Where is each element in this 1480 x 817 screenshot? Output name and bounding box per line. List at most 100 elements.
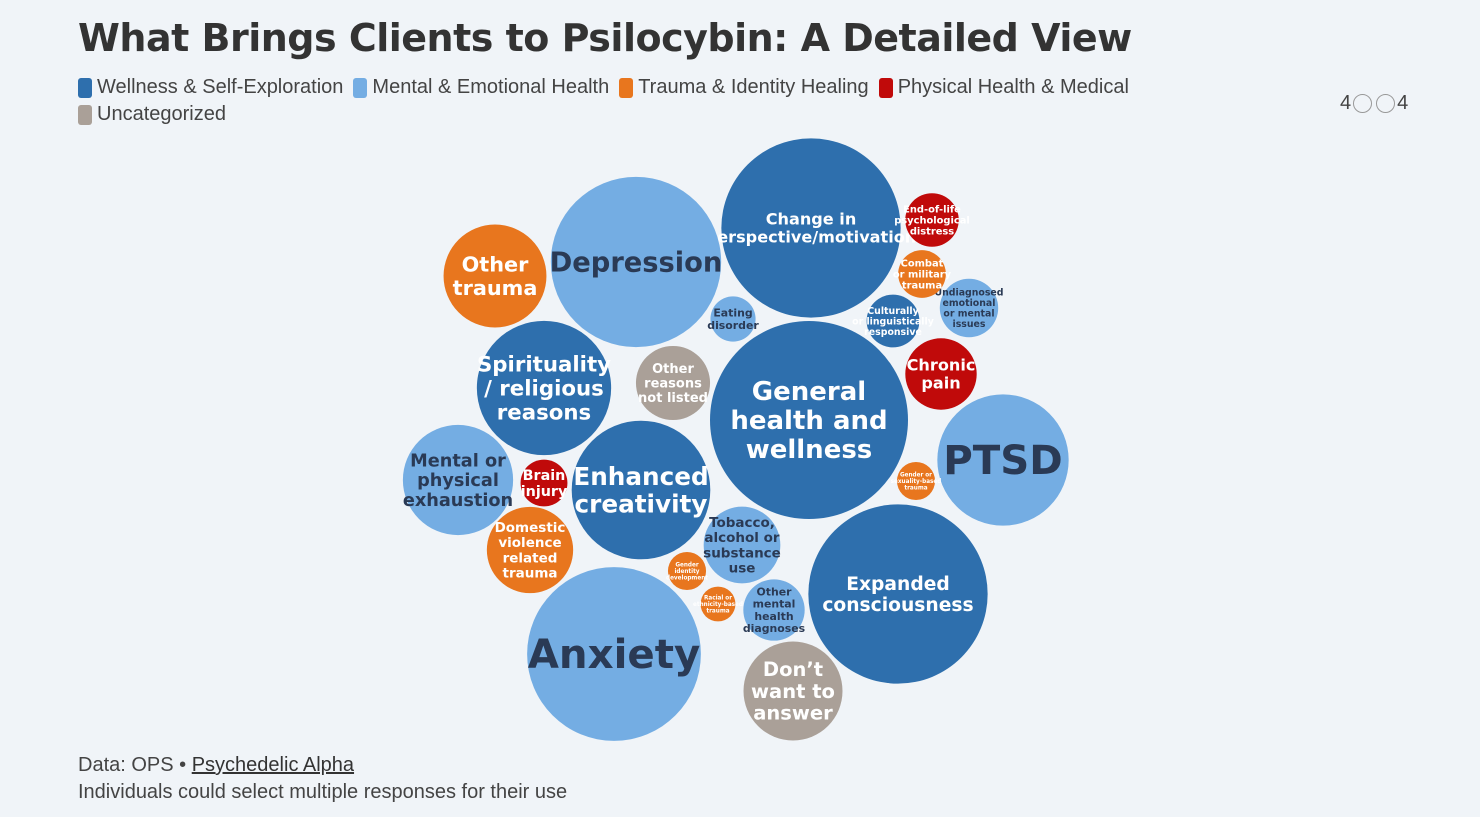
bubble-circle[interactable] (635, 345, 711, 421)
bubble-circle[interactable] (571, 420, 711, 560)
bubble-label-line: Racial or (704, 596, 732, 602)
bubble-label-line: creativity (575, 490, 708, 519)
bubble-label-line: Mental or (410, 451, 506, 471)
bubble-label-line: Gender or (900, 473, 932, 479)
bubble-circle[interactable] (402, 424, 514, 536)
bubble-label: Depression (550, 248, 723, 279)
bubble-circle[interactable] (743, 579, 805, 641)
bubble-label-line: Expanded (846, 574, 950, 595)
bubble-label-line: development (666, 575, 708, 581)
legend-label: Physical Health & Medical (897, 76, 1129, 98)
footnote: Individuals could select multiple respon… (78, 781, 568, 803)
size-circle-icon (1353, 94, 1373, 113)
bubble-label-line: Brain (523, 468, 566, 484)
bubble-label-line: physical (417, 471, 499, 491)
bubble-circle[interactable] (703, 506, 781, 584)
bubble-circle[interactable] (710, 321, 908, 519)
bubble-label-line: emotional (943, 298, 996, 309)
color-legend: Wellness & Self-Exploration Mental & Emo… (78, 76, 1238, 126)
bubble-ptsd[interactable]: PTSD (937, 394, 1069, 526)
bubble-circle[interactable] (550, 176, 722, 348)
bubble-label-line: injury (521, 484, 568, 500)
bubble-circle[interactable] (721, 138, 901, 318)
legend-item-mental[interactable]: Mental & Emotional Health (353, 76, 609, 99)
bubble-circle[interactable] (486, 506, 574, 594)
bubble-depression[interactable]: Depression (550, 176, 723, 348)
bubble-circle[interactable] (443, 224, 547, 328)
bubble-label-line: Other (757, 586, 793, 599)
source-line: Data: OPS • Psychedelic Alpha (78, 752, 567, 779)
bubble-circle[interactable] (667, 551, 707, 591)
legend-item-trauma[interactable]: Trauma & Identity Healing (619, 76, 869, 99)
bubble-anxiety[interactable]: Anxiety (527, 567, 701, 741)
legend-item-physical[interactable]: Physical Health & Medical (878, 76, 1129, 99)
bubble-label-line: answer (753, 702, 833, 725)
bubble-circle[interactable] (700, 586, 736, 622)
size-circle-icon (1376, 94, 1396, 113)
bubble-label-line: trauma (904, 485, 927, 491)
bubble-label-line: Eating (713, 307, 752, 320)
bubble-circle[interactable] (937, 394, 1069, 526)
bubble-label-line: or linguistically (852, 316, 934, 327)
bubble-circle[interactable] (527, 567, 701, 741)
bubble-circle[interactable] (898, 250, 946, 298)
bubble-circle[interactable] (866, 294, 920, 348)
bubble-label-line: / religious (484, 377, 604, 402)
bubble-circle[interactable] (905, 338, 977, 410)
bubble-label-line: health and (730, 406, 887, 436)
bubble-circle[interactable] (520, 459, 568, 507)
bubble-circle[interactable] (476, 320, 612, 456)
bubble-label: PTSD (943, 437, 1063, 484)
bubble-label-line: trauma (902, 281, 942, 292)
bubble-label-line: trauma (453, 276, 538, 300)
bubble-circle[interactable] (896, 461, 936, 501)
bubble-label-line: Change in (766, 210, 857, 229)
bubble-label-line: exhaustion (403, 491, 513, 511)
legend-swatch (78, 77, 92, 98)
bubble-label-line: reasons (644, 377, 702, 392)
size-legend: 4 4 (1340, 92, 1408, 115)
bubble-label-line: perspective/motivation (706, 228, 917, 247)
bubble-label-line: Don’t (763, 658, 823, 681)
bubble-circle[interactable] (710, 296, 756, 342)
bubble-label-line: Depression (550, 248, 723, 279)
bubble-label-line: disorder (707, 319, 759, 332)
bubble-label-line: Undiagnosed (934, 288, 1003, 299)
bubble-circle[interactable] (905, 193, 959, 247)
legend-item-uncategorized[interactable]: Uncategorized (78, 103, 226, 126)
source-link[interactable]: Psychedelic Alpha (191, 754, 355, 776)
legend-item-wellness[interactable]: Wellness & Self-Exploration (78, 76, 343, 99)
bubble-label-line: Culturally (867, 306, 918, 317)
bubble-circle[interactable] (939, 278, 999, 338)
bubble-circle[interactable] (808, 504, 988, 684)
bubble-label-line: identity (674, 569, 699, 575)
bubble-label-line: use (729, 560, 756, 576)
bubble-circle[interactable] (743, 641, 843, 741)
